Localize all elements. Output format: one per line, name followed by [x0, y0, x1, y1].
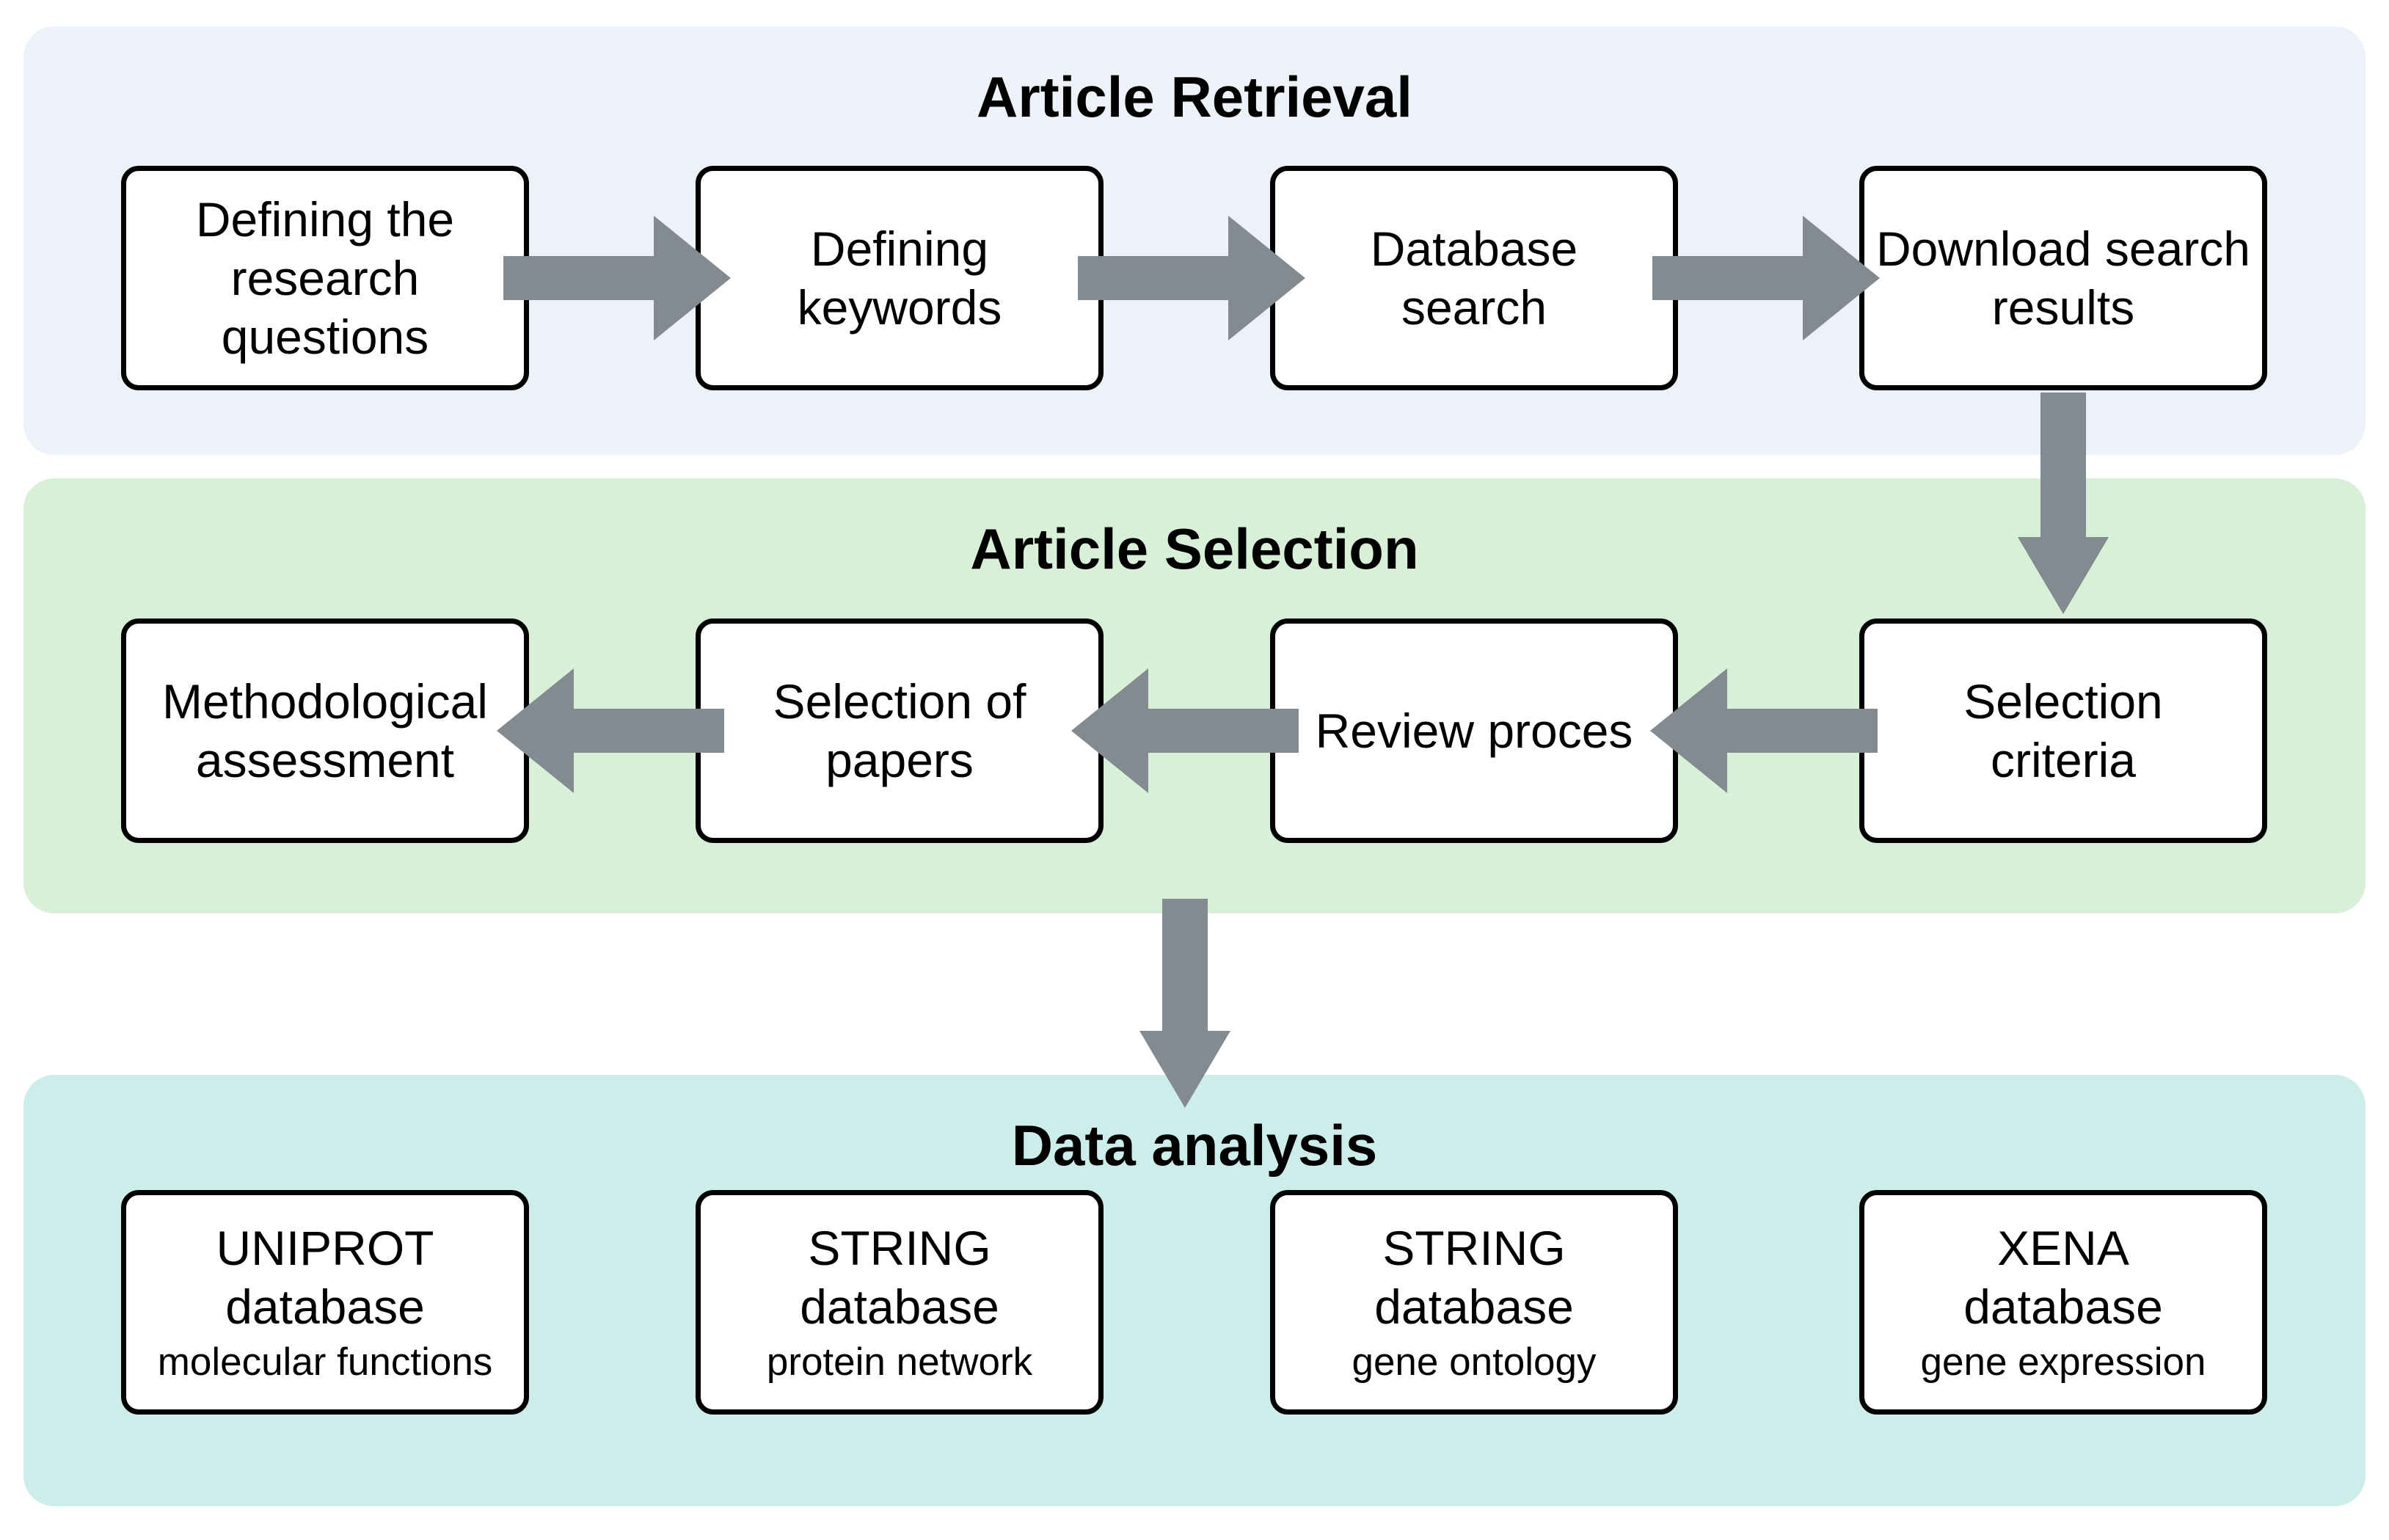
flow-arrow-right-icon: [503, 216, 731, 340]
flow-arrow-left-icon: [1071, 668, 1299, 793]
box-label: database: [1963, 1280, 2163, 1334]
section-title-article-retrieval: Article Retrieval: [977, 65, 1412, 129]
database-search-box: Database search: [1270, 166, 1678, 390]
box-label: STRING: [808, 1221, 991, 1275]
defining-keywords-box: Defining keywords: [696, 166, 1104, 390]
box-label: Defining: [810, 222, 989, 276]
box-label: Methodological: [162, 674, 488, 729]
box-label: Review proces: [1315, 704, 1633, 758]
string-database-gene-ontology-box: STRING database gene ontology: [1270, 1190, 1678, 1415]
download-search-results-box: Download search results: [1859, 166, 2267, 390]
flow-arrow-right-icon: [1652, 216, 1880, 340]
box-label: Selection: [1963, 674, 2163, 729]
box-label: research: [230, 251, 420, 305]
box-label: database: [225, 1280, 425, 1334]
box-label: Defining the: [195, 192, 455, 247]
box-label: database: [800, 1280, 999, 1334]
section-title-article-selection: Article Selection: [970, 517, 1419, 581]
defining-research-questions-box: Defining the research questions: [121, 166, 529, 390]
box-label: keywords: [797, 280, 1002, 335]
flow-arrow-down-icon: [2018, 393, 2109, 614]
flow-arrow-down-icon: [1139, 899, 1230, 1108]
methodological-assessment-box: Methodological assessment: [121, 618, 529, 843]
box-sublabel: gene expression: [1920, 1340, 2206, 1384]
box-label: XENA: [1997, 1221, 2129, 1275]
box-sublabel: molecular functions: [157, 1340, 493, 1384]
box-sublabel: protein network: [766, 1340, 1033, 1384]
box-label: questions: [221, 310, 429, 364]
selection-of-papers-box: Selection of papers: [696, 618, 1104, 843]
section-title-data-analysis: Data analysis: [1011, 1113, 1378, 1178]
box-label: Download search: [1876, 222, 2250, 276]
box-label: search: [1401, 280, 1547, 335]
box-label: criteria: [1990, 733, 2137, 787]
box-label: Database: [1370, 222, 1578, 276]
xena-database-box: XENA database gene expression: [1859, 1190, 2267, 1415]
box-label: database: [1374, 1280, 1574, 1334]
flow-arrow-left-icon: [497, 668, 724, 793]
box-label: STRING: [1382, 1221, 1566, 1275]
box-label: assessment: [195, 733, 455, 787]
flow-arrow-right-icon: [1078, 216, 1305, 340]
selection-criteria-box: Selection criteria: [1859, 618, 2267, 843]
box-label: papers: [825, 733, 974, 787]
box-label: results: [1991, 280, 2135, 335]
uniprot-database-box: UNIPROT database molecular functions: [121, 1190, 529, 1415]
review-process-box: Review proces: [1270, 618, 1678, 843]
box-label: UNIPROT: [216, 1221, 434, 1275]
box-label: Selection of: [773, 674, 1026, 729]
flow-arrow-left-icon: [1650, 668, 1878, 793]
box-sublabel: gene ontology: [1352, 1340, 1597, 1384]
string-database-protein-network-box: STRING database protein network: [696, 1190, 1104, 1415]
